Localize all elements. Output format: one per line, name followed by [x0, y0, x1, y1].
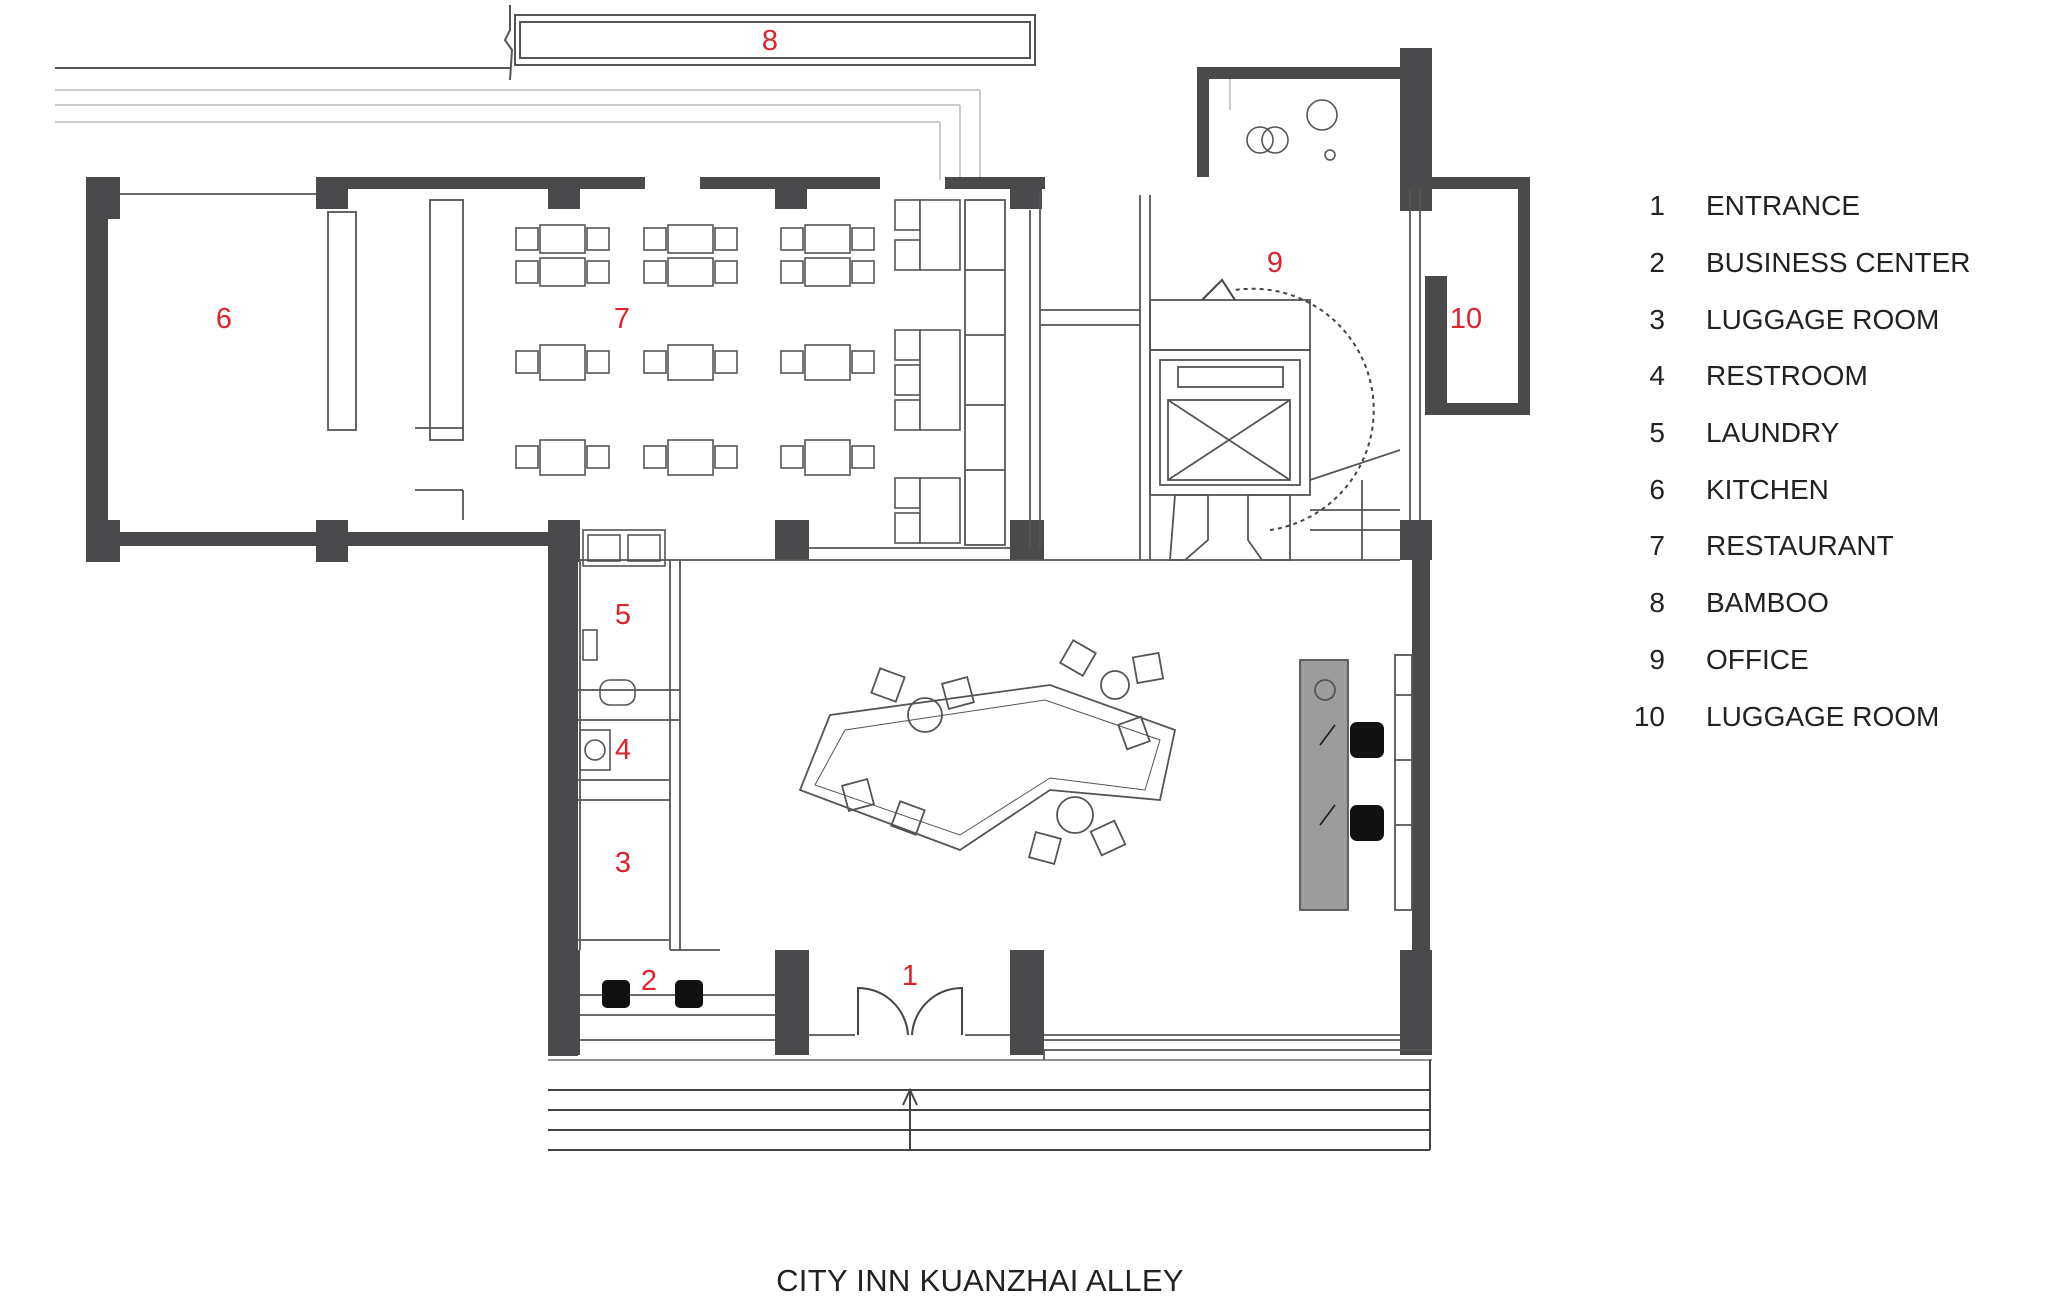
- room-label-10: 10: [1450, 303, 1482, 335]
- legend-number: 4: [1649, 360, 1665, 392]
- room-label-9: 9: [1267, 247, 1283, 279]
- legend-item: 3 LUGGAGE ROOM: [1649, 291, 2050, 348]
- legend-name: ENTRANCE: [1706, 190, 1861, 222]
- legend-number: 9: [1649, 643, 1665, 675]
- room-label-1: 1: [902, 960, 918, 992]
- room-label-8: 8: [762, 25, 778, 57]
- legend-number: 1: [1649, 190, 1665, 222]
- legend-item: 2 BUSINESS CENTER: [1649, 235, 2050, 292]
- legend-number: 10: [1633, 700, 1665, 732]
- bamboo-planter: [503, 5, 1036, 81]
- seats-black: [602, 722, 1384, 1008]
- legend-item: 4 RESTROOM: [1649, 348, 2050, 405]
- exterior-walls: [86, 48, 1530, 1056]
- legend-number: 6: [1649, 473, 1665, 505]
- legend-item: 5 LAUNDRY: [1649, 405, 2050, 462]
- legend-number: 8: [1649, 587, 1665, 619]
- room-label-5: 5: [615, 599, 631, 631]
- legend-number: 2: [1649, 247, 1665, 279]
- legend-name: BUSINESS CENTER: [1706, 247, 1971, 279]
- legend-item: 10 LUGGAGE ROOM: [1634, 688, 2050, 745]
- restaurant-chairs: [515, 227, 875, 469]
- legend-item: 7 RESTAURANT: [1649, 518, 2050, 575]
- service-fixtures: [579, 99, 1338, 771]
- room-label-2: 2: [641, 965, 657, 997]
- room-label-6: 6: [216, 303, 232, 335]
- restaurant-tables: [539, 199, 961, 544]
- legend-name: BAMBOO: [1706, 587, 1829, 619]
- entrance-doors: [857, 278, 1375, 1036]
- legend-name: LAUNDRY: [1706, 417, 1840, 449]
- legend-name: OFFICE: [1706, 643, 1809, 675]
- steps: [548, 1060, 1431, 1151]
- lobby-furniture: [798, 639, 1413, 911]
- legend-name: LUGGAGE ROOM: [1706, 303, 1940, 335]
- legend-item: 9 OFFICE: [1649, 632, 2050, 689]
- legend-item: 6 KITCHEN: [1649, 461, 2050, 518]
- site-lines: [55, 67, 1231, 180]
- room-label-4: 4: [615, 734, 631, 766]
- room-label-7: 7: [614, 303, 630, 335]
- room-labels: 1 2 3 4 5 6 7 8 9 10: [216, 25, 1482, 997]
- legend-name: KITCHEN: [1706, 473, 1829, 505]
- legend-item: 8 BAMBOO: [1649, 575, 2050, 632]
- legend-name: RESTAURANT: [1706, 530, 1894, 562]
- legend-item: 1 ENTRANCE: [1649, 178, 2050, 235]
- legend-number: 7: [1649, 530, 1665, 562]
- plan-caption: CITY INN KUANZHAI ALLEY: [776, 1263, 1184, 1298]
- interior-lines: [120, 190, 1432, 1061]
- legend-name: RESTROOM: [1706, 360, 1868, 392]
- legend-number: 3: [1649, 303, 1665, 335]
- legend-name: LUGGAGE ROOM: [1706, 700, 1940, 732]
- legend-number: 5: [1649, 417, 1665, 449]
- room-label-3: 3: [615, 847, 631, 879]
